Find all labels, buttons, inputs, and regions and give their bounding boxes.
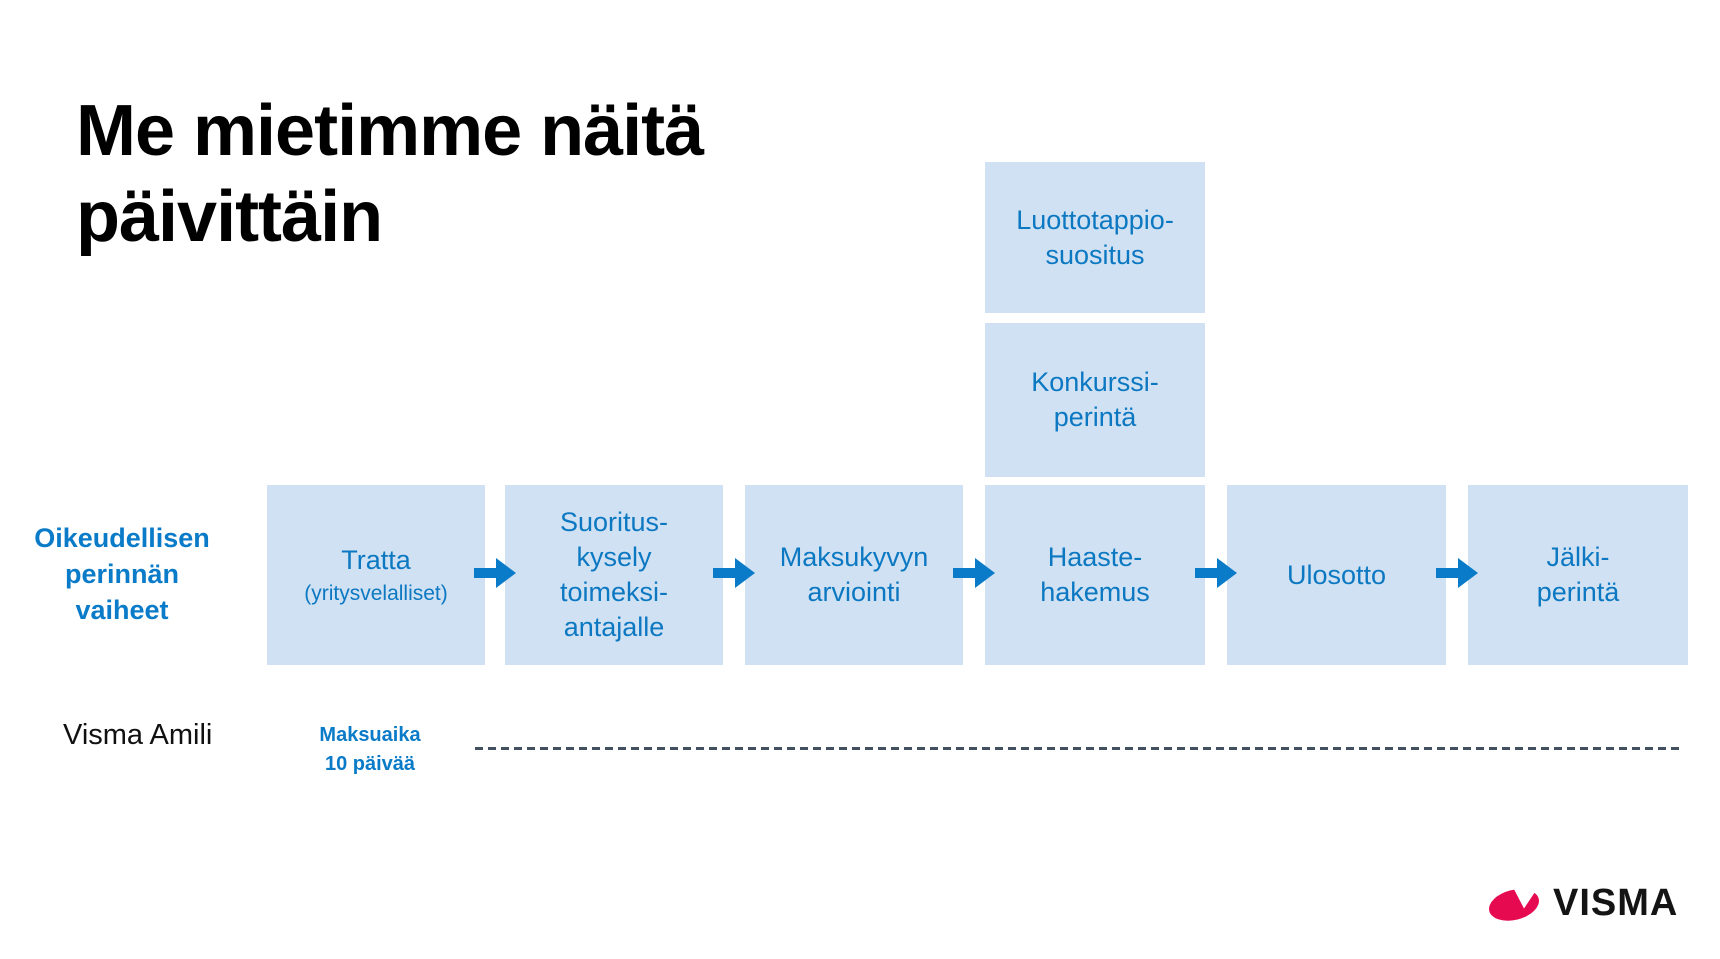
arrow-right-icon [1436,558,1478,588]
flow-step-tratta: Tratta (yritysvelalliset) [267,485,485,665]
visma-logo: VISMA [1486,882,1678,925]
flow-step-haastehakemus: Haaste- hakemus [985,485,1205,665]
arrow-right-icon [953,558,995,588]
flow-step-maksukyvyn-arviointi: Maksukyvyn arviointi [745,485,963,665]
timeline-dashed-line [475,747,1680,750]
flow-step-label: Tratta [341,544,411,575]
flow-step-ulosotto: Ulosotto [1227,485,1446,665]
arrow-right-icon [1195,558,1237,588]
flow-step-label: Maksukyvyn arviointi [779,542,929,607]
flow-step-suorituskysely: Suoritus- kysely toimeksi- antajalle [505,485,723,665]
flow-step-label: Ulosotto [1286,559,1387,590]
flow-step-label: Jälki- perintä [1536,542,1620,607]
visma-wordmark: VISMA [1553,882,1679,924]
branch-box-luottotappio-suositus: Luottotappio- suositus [985,162,1205,313]
branch-box-konkurssi-perinta: Konkurssi- perintä [985,323,1205,477]
branch-box-label: Konkurssi- perintä [1031,367,1159,432]
page-title: Me mietimme näitä päivittäin [76,91,704,257]
flow-stages-label: Oikeudellisen perinnän vaiheet [34,523,210,625]
flow-step-jalkiperinta: Jälki- perintä [1468,485,1688,665]
branch-box-label: Luottotappio- suositus [1016,204,1174,270]
timeline-product-label: Visma Amili [63,719,213,751]
flow-step-label: Haaste- hakemus [1040,542,1150,607]
flow-step-label: Suoritus- kysely toimeksi- antajalle [559,507,669,642]
flow-step-sublabel: (yritysvelalliset) [304,581,448,605]
arrow-right-icon [474,558,516,588]
visma-swoosh-icon [1486,883,1542,924]
timeline-payment-note: Maksuaika 10 päivää [319,724,421,775]
arrow-right-icon [713,558,755,588]
